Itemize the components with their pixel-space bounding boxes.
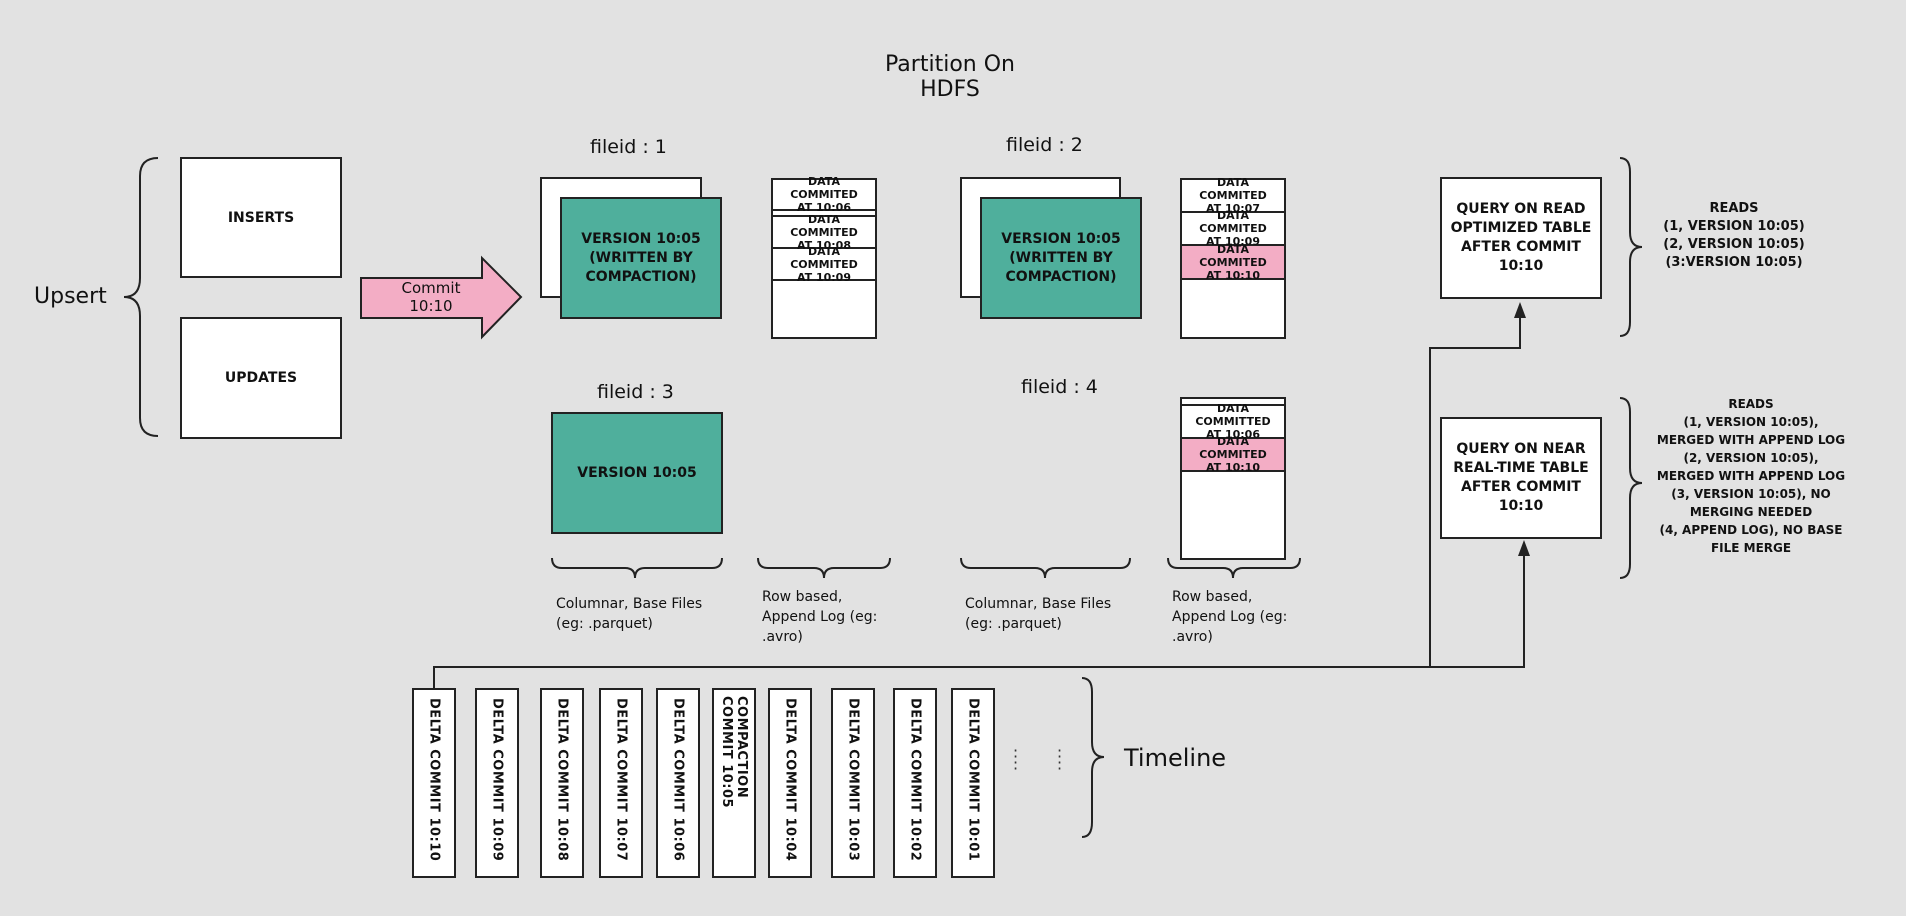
updates-box: UPDATES <box>180 317 342 439</box>
fileid-3-label: fileid : 3 <box>597 381 674 403</box>
timeline-commit-1004: DELTA COMMIT 10:04 <box>768 688 812 878</box>
timeline-commit-1006: DELTA COMMIT 10:06 <box>656 688 700 878</box>
timeline-compaction-commit-1005: COMPACTION COMMIT 10:05 <box>712 688 756 878</box>
timeline-label: Timeline <box>1124 744 1227 772</box>
timeline-brace <box>1081 677 1105 838</box>
timeline-connector-line <box>433 548 1525 688</box>
commit-label: DELTA COMMIT 10:04 <box>782 698 798 862</box>
commit-label: COMPACTION COMMIT 10:05 <box>719 696 749 809</box>
log-entry: DATA COMMITED AT 10:07 <box>1182 176 1284 215</box>
caption-rowbased-2: Row based, Append Log (eg: .avro) <box>1172 589 1288 645</box>
inserts-box: INSERTS <box>180 157 342 278</box>
fileid-4-label: fileid : 4 <box>1021 376 1098 398</box>
log-entry: DATA COMMITED AT 10:09 <box>1182 209 1284 248</box>
reads-near-realtime: READS (1, VERSION 10:05), MERGED WITH AP… <box>1656 397 1846 555</box>
commit-label: DELTA COMMIT 10:08 <box>554 698 570 862</box>
bracket-fileid2-base <box>960 557 1131 579</box>
reads-rt-brace <box>1619 397 1643 579</box>
bracket-fileid3-base <box>551 557 723 579</box>
log-divider <box>1182 399 1284 406</box>
fileid-2-label: fileid : 2 <box>1006 134 1083 156</box>
timeline-commit-1007: DELTA COMMIT 10:07 <box>599 688 643 878</box>
commit-label: DELTA COMMIT 10:01 <box>965 698 981 862</box>
timeline-commit-1003: DELTA COMMIT 10:03 <box>831 688 875 878</box>
commit-label: DELTA COMMIT 10:03 <box>845 698 861 862</box>
bracket-fileid4-log <box>1167 557 1301 579</box>
timeline-commit-1010: DELTA COMMIT 10:10 <box>412 688 456 878</box>
timeline-connector-ro <box>1429 312 1521 667</box>
reads-read-optimized: READS (1, VERSION 10:05) (2, VERSION 10:… <box>1663 201 1805 270</box>
caption-rowbased-1: Row based, Append Log (eg: .avro) <box>762 589 878 645</box>
page-title: Partition On HDFS <box>885 52 1015 102</box>
log-entry: DATA COMMITED AT 10:08 <box>773 213 875 252</box>
fileid-2-append-log: DATA COMMITED AT 10:07 DATA COMMITED AT … <box>1180 176 1286 339</box>
commit-label: DELTA COMMIT 10:06 <box>670 698 686 862</box>
timeline-commit-1001: DELTA COMMIT 10:01 <box>951 688 995 878</box>
query-near-realtime-box: QUERY ON NEAR REAL-TIME TABLE AFTER COMM… <box>1440 417 1602 539</box>
fileid-2-base-file: VERSION 10:05 (WRITTEN BY COMPACTION) <box>980 197 1142 319</box>
timeline-commit-1008: DELTA COMMIT 10:08 <box>540 688 584 878</box>
fileid-1-append-log: DATA COMMITED AT 10:06 DATA COMMITED AT … <box>771 175 877 339</box>
caption-columnar-2: Columnar, Base Files (eg: .parquet) <box>965 596 1112 632</box>
arrowhead-read-optimized <box>1514 302 1526 318</box>
commit-label: DELTA COMMIT 10:07 <box>613 698 629 862</box>
commit-label: DELTA COMMIT 10:02 <box>907 698 923 862</box>
timeline-commit-1002: DELTA COMMIT 10:02 <box>893 688 937 878</box>
fileid-1-base-file: VERSION 10:05 (WRITTEN BY COMPACTION) <box>560 197 722 319</box>
upsert-label: Upsert <box>34 284 107 309</box>
log-divider <box>773 211 875 217</box>
commit-arrow-shape <box>360 255 523 340</box>
log-entry-latest: DATA COMMITED AT 10:10 <box>1182 435 1284 474</box>
ellipsis-icon: ···· <box>1013 741 1019 778</box>
log-entry: DATA COMMITED AT 10:09 <box>773 245 875 284</box>
caption-columnar-1: Columnar, Base Files (eg: .parquet) <box>556 596 703 632</box>
fileid-4-append-log: DATA COMMITTED AT 10:06 DATA COMMITED AT… <box>1180 397 1286 560</box>
commit-label: DELTA COMMIT 10:10 <box>426 698 442 862</box>
fileid-3-base-file: VERSION 10:05 <box>551 412 723 534</box>
upsert-brace <box>123 157 159 437</box>
bracket-fileid1-log <box>757 557 891 579</box>
reads-ro-brace <box>1619 157 1643 337</box>
commit-label: DELTA COMMIT 10:09 <box>489 698 505 862</box>
arrowhead-near-realtime <box>1518 540 1530 556</box>
log-entry: DATA COMMITED AT 10:06 <box>773 175 875 214</box>
commit-arrow-label: Commit 10:10 <box>401 279 461 315</box>
fileid-1-label: fileid : 1 <box>590 136 667 158</box>
timeline-commit-1009: DELTA COMMIT 10:09 <box>475 688 519 878</box>
log-entry: DATA COMMITTED AT 10:06 <box>1182 402 1284 441</box>
ellipsis-icon: ···· <box>1057 741 1063 778</box>
log-entry-latest: DATA COMMITED AT 10:10 <box>1182 243 1284 282</box>
query-read-optimized-box: QUERY ON READ OPTIMIZED TABLE AFTER COMM… <box>1440 177 1602 299</box>
